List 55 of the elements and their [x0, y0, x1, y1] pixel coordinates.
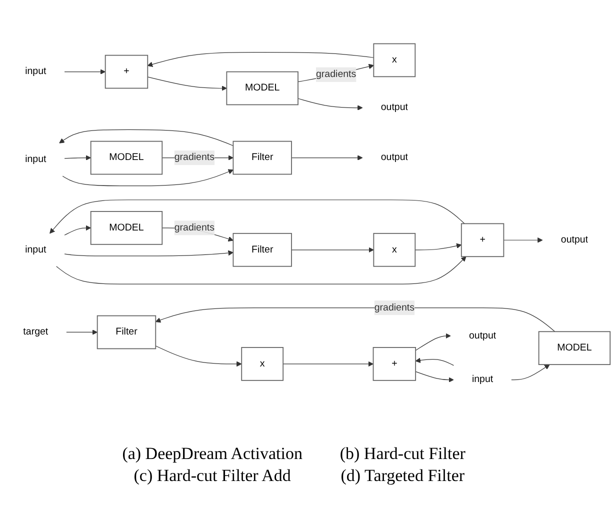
node-box: [373, 43, 416, 78]
edge-label: gradients: [174, 152, 214, 163]
node-box: [232, 232, 292, 267]
arrow: [64, 250, 234, 256]
panel-caption: (a) DeepDream Activation: [122, 444, 302, 464]
node-text: input: [25, 244, 46, 255]
arrow: [59, 129, 234, 146]
arrow: [298, 64, 374, 82]
arrow: [282, 361, 374, 367]
arrow: [147, 76, 227, 91]
node-box: [232, 140, 292, 175]
panel-caption: (b) Hard-cut Filter: [338, 444, 466, 464]
node-box: [96, 315, 156, 350]
arrow: [155, 346, 242, 367]
node-box: [90, 140, 163, 175]
node-text: output: [560, 234, 588, 246]
node-box: [226, 71, 298, 106]
arrow: [415, 358, 454, 366]
arrow: [415, 333, 451, 351]
node-text: input: [472, 374, 494, 385]
node-text: target: [23, 326, 48, 338]
arrow: [414, 243, 462, 250]
arrow: [415, 371, 454, 382]
block-diagram: gradients gradients gradients gradients input + x MODEL output input MODEL Filter output input Filter MODEL x + output target input Filter MODEL x + output: [0, 0, 615, 440]
node-text: input: [25, 66, 46, 77]
arrow: [147, 52, 374, 67]
arrow: [50, 200, 465, 234]
arrow: [64, 155, 92, 160]
arrow: [291, 247, 374, 253]
node-box: [104, 54, 148, 89]
edge-label: gradients: [174, 222, 214, 233]
arrow: [64, 69, 106, 74]
node-box: [460, 223, 504, 258]
node-text: output: [468, 330, 496, 341]
panel-caption: (c) Hard-cut Filter Add: [132, 466, 292, 486]
node-text: output: [380, 102, 408, 113]
node-text: output: [380, 152, 408, 163]
node-box: [241, 347, 284, 381]
arrow: [64, 225, 92, 236]
arrow: [155, 308, 556, 332]
arrow: [66, 330, 98, 335]
arrow: [62, 169, 234, 186]
arrow: [291, 155, 363, 160]
node-box: [538, 331, 611, 366]
arrow: [503, 237, 543, 243]
panel-caption: (d) Targeted Filter: [340, 466, 466, 486]
node-text: input: [25, 154, 46, 164]
node-box: [373, 232, 416, 267]
node-box: [372, 347, 416, 381]
node-box: [90, 211, 163, 245]
edge-label: gradients: [374, 302, 414, 313]
arrow: [298, 98, 363, 110]
edge-label: gradients: [316, 69, 356, 80]
arrow: [56, 256, 466, 284]
arrow: [511, 364, 550, 380]
